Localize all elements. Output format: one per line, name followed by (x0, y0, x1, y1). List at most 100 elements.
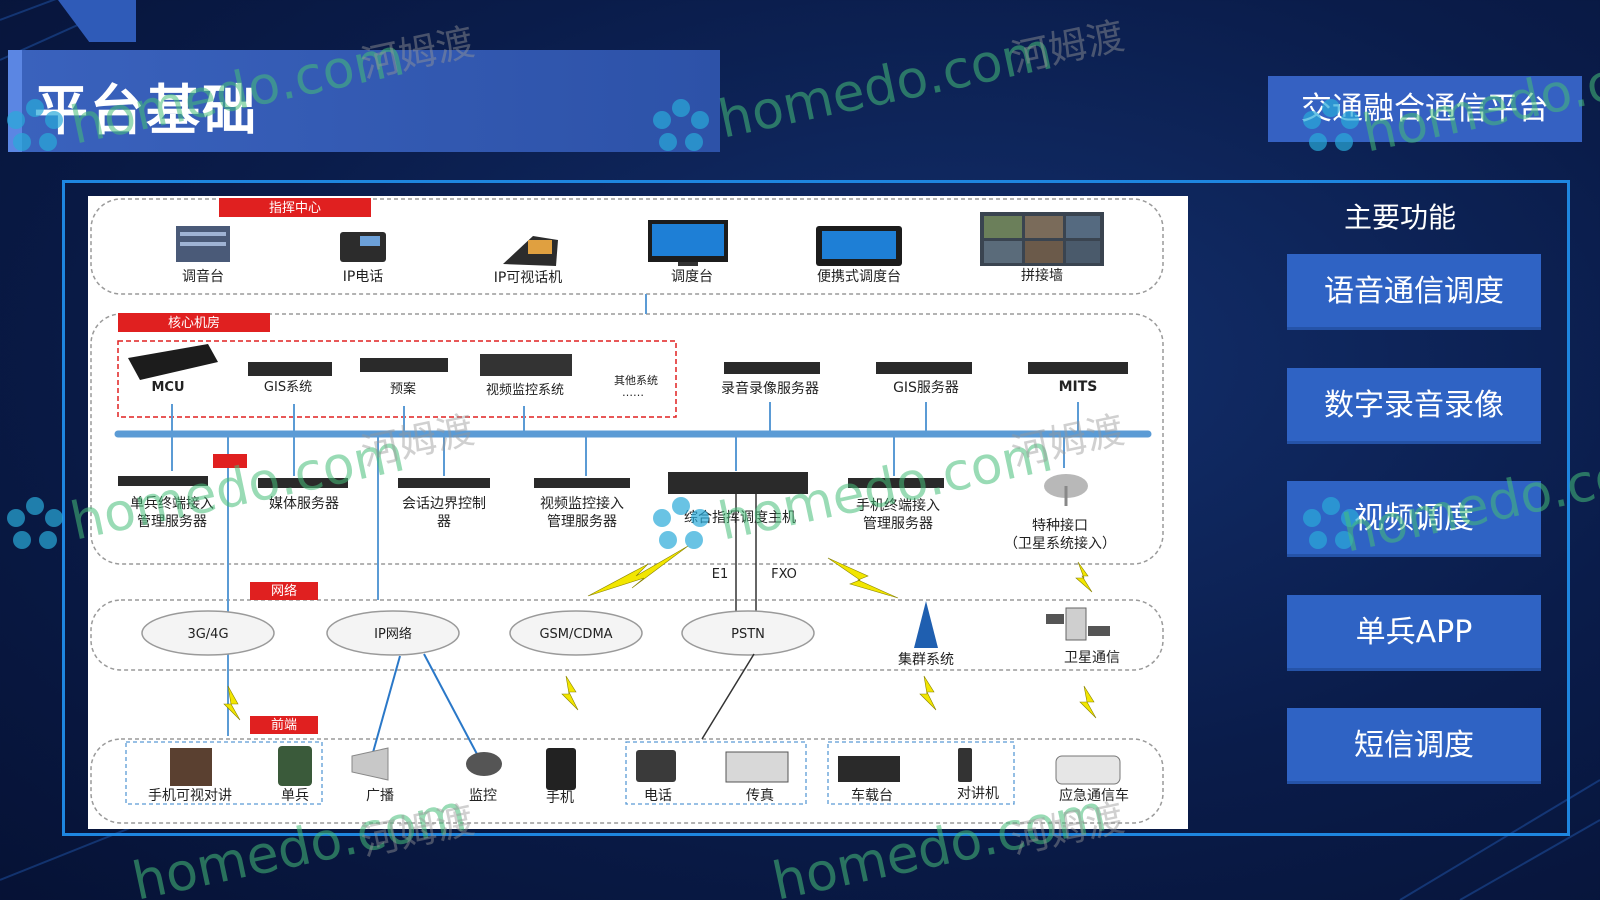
wireless-link-mobile (561, 675, 579, 711)
label-sbc-2: 器 (437, 514, 451, 530)
frontend-label-phone: 电话 (644, 788, 672, 804)
platform-label: 交通融合通信平台 (1268, 76, 1582, 142)
watermark-logo-icon (7, 99, 63, 151)
portable-console-icon (816, 226, 902, 266)
network-label-pstn: PSTN (731, 627, 765, 642)
label-media: 媒体服务器 (269, 496, 339, 512)
core-label-mcu: MCU (151, 380, 184, 395)
switch-icon (213, 454, 247, 468)
label-special-1: 特种接口 (1032, 517, 1088, 534)
cloud-gsm (509, 610, 643, 656)
link-label-e1: E1 (712, 567, 729, 582)
device-label-mixer: 调音台 (182, 268, 224, 285)
dispatch-console-icon (648, 220, 728, 266)
media-server-icon (258, 478, 348, 488)
satellite-icon (1046, 607, 1110, 641)
video-access-server-icon (534, 478, 630, 488)
wireless-link-radio (919, 675, 937, 711)
section-label-frontend-bg (250, 716, 318, 734)
mits-server-icon (1028, 362, 1128, 374)
section-label-command: 指挥中心 (269, 201, 321, 216)
frontend-group-phones (625, 741, 807, 805)
core-label-ellipsis: …… (622, 386, 644, 399)
satellite-dish-icon (1044, 474, 1088, 506)
network-label-gsm: GSM/CDMA (539, 627, 612, 642)
device-label-portable-console: 便携式调度台 (817, 269, 901, 285)
page-title: 平台基础 (34, 79, 258, 142)
network-label-ip: IP网络 (374, 626, 412, 642)
soldier-device-icon (278, 746, 312, 786)
mcu-server-icon (128, 344, 218, 380)
gis-server-2-icon (876, 362, 972, 374)
core-room-box (90, 313, 1164, 565)
link-label-fxo: FXO (771, 567, 797, 582)
wireless-link-satellite (1075, 561, 1093, 593)
video-monitor-server-icon (480, 354, 572, 376)
label-video-2: 管理服务器 (547, 514, 617, 530)
frontend-label-fax: 传真 (746, 788, 774, 804)
wireless-link-vehicle (1079, 685, 1097, 719)
frontend-group-terminals (125, 741, 323, 805)
cloud-pstn (681, 610, 815, 656)
device-label-dispatch-console: 调度台 (671, 269, 713, 285)
frontend-label-soldier: 单兵 (281, 788, 309, 804)
function-video-dispatch[interactable]: 视频调度 (1287, 481, 1541, 557)
wireless-link-trunk (827, 557, 899, 599)
core-label-plan: 预案 (390, 382, 416, 397)
watermark-logo-icon (1303, 497, 1359, 549)
frontend-label-monitor: 监控 (469, 788, 497, 804)
section-label-frontend: 前端 (271, 717, 297, 733)
ip-phone-icon (340, 232, 386, 262)
section-label-network: 网络 (271, 583, 297, 599)
core-label-gis: GIS系统 (264, 380, 312, 395)
server-label-gis: GIS服务器 (893, 380, 959, 396)
function-voice-dispatch[interactable]: 语音通信调度 (1287, 254, 1541, 330)
frontend-label-broadcast: 广播 (366, 788, 394, 804)
device-label-video-wall: 拼接墙 (1021, 267, 1063, 284)
frontend-label-video-intercom: 手机可视对讲 (148, 788, 232, 804)
core-label-other: 其他系统 (614, 374, 658, 387)
frontend-group-radio (827, 741, 1015, 805)
mixer-icon (176, 226, 230, 262)
mobile-access-server-icon (848, 478, 944, 488)
frontend-label-car-radio: 车载台 (851, 787, 893, 804)
mobile-phone-icon (546, 748, 576, 790)
gis-server-icon (248, 362, 332, 376)
speaker-icon (351, 747, 389, 781)
label-mobile-1: 手机终端接入 (856, 497, 940, 514)
car-radio-icon (838, 756, 900, 782)
function-soldier-app[interactable]: 单兵APP (1287, 595, 1541, 671)
frontend-label-vehicle: 应急通信车 (1059, 787, 1129, 804)
video-phone-icon (503, 236, 558, 266)
watermark-logo-icon (7, 497, 63, 549)
server-label-mits: MITS (1059, 379, 1098, 395)
core-system-group (117, 340, 677, 418)
pstn-frontend-link (701, 653, 755, 740)
wireless-link-3g (223, 685, 241, 721)
plan-server-icon (360, 358, 448, 372)
video-intercom-icon (170, 748, 212, 786)
function-recording[interactable]: 数字录音录像 (1287, 368, 1541, 444)
cloud-3g4g (141, 610, 275, 656)
label-soldier-2: 管理服务器 (137, 514, 207, 530)
soldier-server-icon (118, 476, 208, 486)
emergency-vehicle-icon (1055, 755, 1121, 785)
content-frame (62, 180, 1570, 836)
section-label-command-bg (219, 198, 371, 217)
fax-icon (725, 751, 789, 783)
video-wall-icon (980, 212, 1104, 266)
frontend-label-walkie: 对讲机 (957, 786, 999, 802)
function-sms-dispatch[interactable]: 短信调度 (1287, 708, 1541, 784)
functions-heading: 主要功能 (1343, 201, 1456, 234)
camera-icon (466, 752, 502, 776)
label-sbc-1: 会话边界控制 (402, 496, 486, 512)
dispatch-host-icon (668, 472, 808, 494)
device-label-video-phone: IP可视话机 (494, 270, 563, 286)
section-label-core-bg (118, 313, 270, 332)
label-soldier-1: 单兵终端接入 (130, 495, 214, 512)
watermark-logo-icon (1303, 99, 1359, 151)
frontend-box (90, 738, 1164, 824)
server-label-recording: 录音录像服务器 (721, 380, 819, 397)
frontend-label-mobile: 手机 (546, 790, 574, 806)
network-label-3g4g: 3G/4G (187, 627, 228, 642)
